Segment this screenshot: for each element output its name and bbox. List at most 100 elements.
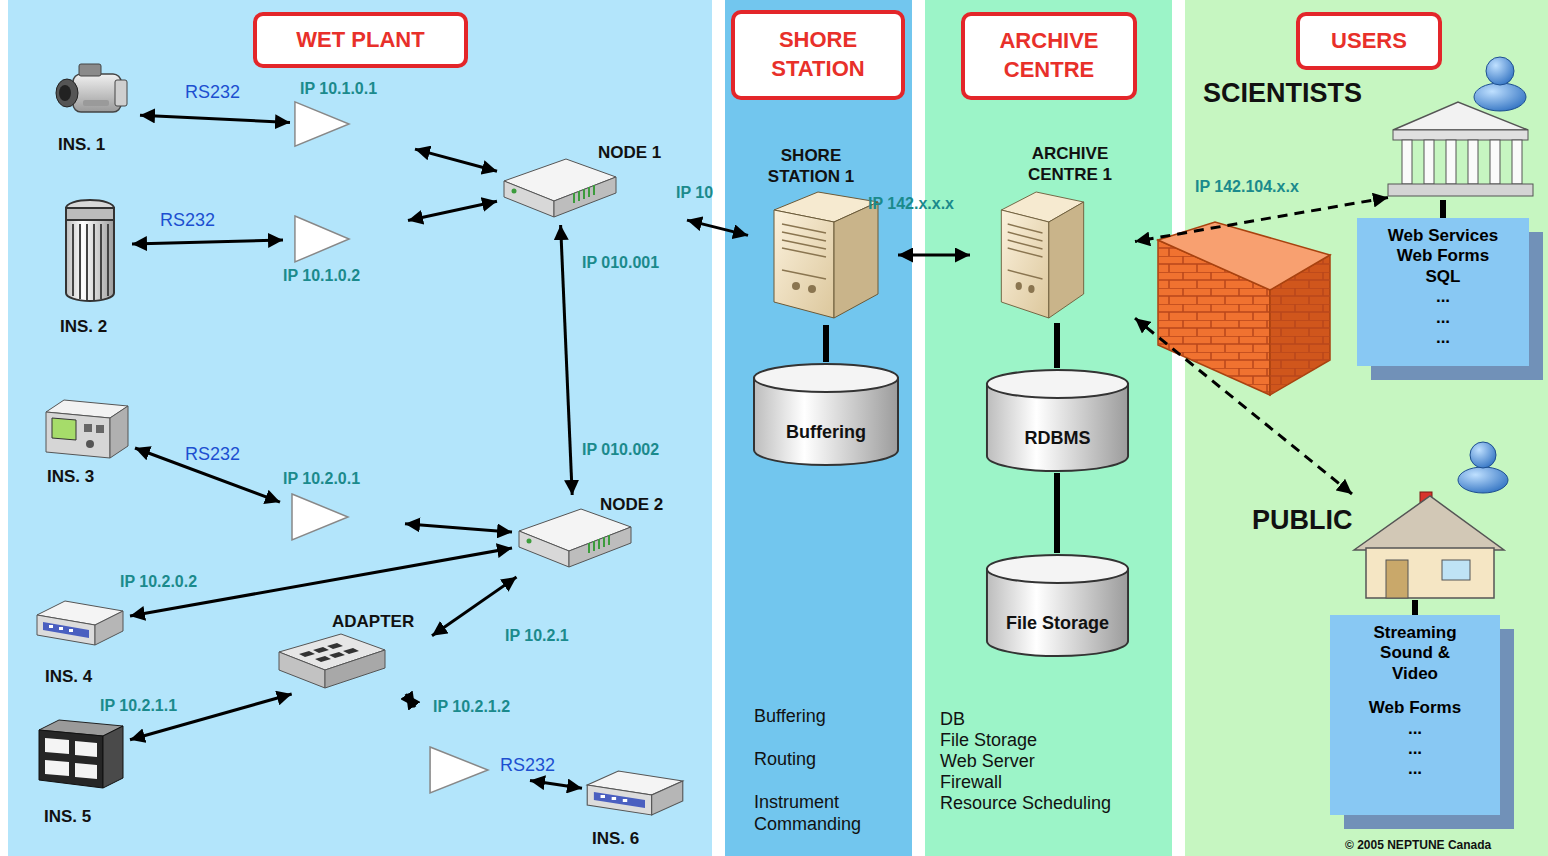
- function-list-item: Instrument Commanding: [754, 792, 904, 835]
- cyl-icon: [985, 553, 1130, 658]
- node-label: IP 10.1.0.1: [300, 80, 377, 98]
- public-person-icon: [1458, 442, 1508, 493]
- function-list-item: Web Server: [940, 751, 1035, 773]
- tri-node: IP 10.2.0.1: [280, 470, 405, 545]
- can-icon: [60, 198, 120, 303]
- network-link: [687, 220, 748, 235]
- network-link: [1054, 473, 1060, 553]
- cyl-node: RDBMS: [985, 368, 1130, 473]
- header-text: USERS: [1331, 27, 1407, 56]
- router-icon: [515, 505, 633, 570]
- header-text: WET PLANT: [296, 26, 424, 55]
- house-node: PUBLIC: [1352, 490, 1507, 600]
- function-list-item: File Storage: [940, 730, 1037, 752]
- section-header: WET PLANT: [253, 12, 468, 68]
- node-label: ...: [1436, 328, 1450, 348]
- node-label: PUBLIC: [1252, 505, 1353, 536]
- network-link: [1054, 323, 1060, 368]
- device-node: INS. 3: [35, 395, 135, 485]
- node-label: SQL: [1426, 267, 1461, 287]
- ip-address-label: IP 142.x.x.x: [868, 195, 954, 213]
- node-label: NODE 2: [600, 495, 663, 515]
- node-label: Web Services: [1388, 226, 1498, 246]
- tri-icon: [293, 100, 351, 148]
- flat-node: INS. 4: [30, 595, 130, 690]
- ip-address-label: IP 010.001: [582, 254, 659, 272]
- flat-icon: [35, 597, 125, 652]
- node-label: Web Forms: [1369, 698, 1461, 718]
- flat-icon: [585, 767, 685, 822]
- flat-node: INS. 6: [582, 765, 692, 850]
- copyright-note: © 2005 NEPTUNE Canada: [1345, 838, 1491, 852]
- scientist-person-icon: [1474, 57, 1526, 111]
- node-label: ...: [1408, 739, 1422, 759]
- rack-node: INS. 5: [30, 715, 130, 830]
- network-link: [408, 201, 497, 220]
- node-label: Streaming Sound & Video: [1365, 623, 1465, 684]
- tri-icon: [290, 492, 350, 542]
- camera-icon: [55, 60, 130, 125]
- network-link: [1440, 200, 1446, 218]
- function-list-item: DB: [940, 709, 965, 731]
- building-icon: [1388, 100, 1533, 200]
- ip-address-label: IP 10.2.1: [505, 627, 569, 645]
- network-link: [406, 694, 415, 707]
- node-label: ...: [1408, 719, 1422, 739]
- firewall-wall: [1158, 222, 1330, 395]
- signal-label: RS232: [500, 755, 555, 776]
- rack-icon: [35, 718, 125, 790]
- function-list-item: Resource Scheduling: [940, 793, 1111, 815]
- node-label: IP 10.2.0.1: [283, 470, 360, 488]
- signal-label: RS232: [160, 210, 215, 231]
- network-link: [823, 325, 829, 362]
- tri-node: IP 10.1.0.1: [290, 80, 415, 150]
- camera-node: INS. 1: [50, 58, 140, 158]
- header-text: SHORE STATION: [747, 26, 889, 83]
- ip-address-label: IP 10.2.0.2: [120, 573, 197, 591]
- server-node: SHORE STATION 1: [748, 145, 898, 325]
- node-label: SCIENTISTS: [1203, 78, 1362, 109]
- service-list-box: Streaming Sound & VideoWeb Forms........…: [1330, 615, 1500, 815]
- ip-address-label: IP 010.002: [582, 441, 659, 459]
- network-link: [530, 781, 582, 789]
- ip-address-label: IP 10.2.1.1: [100, 697, 177, 715]
- ip-address-label: IP 142.104.x.x: [1195, 178, 1299, 196]
- section-header: ARCHIVE CENTRE: [961, 12, 1137, 100]
- node-label: ...: [1436, 308, 1450, 328]
- network-link: [561, 225, 573, 495]
- wet-plant-band: [8, 0, 712, 856]
- network-link: [132, 240, 283, 244]
- section-header: USERS: [1296, 12, 1442, 70]
- cyl-node: File Storage: [985, 553, 1130, 658]
- node-label: ADAPTER: [332, 612, 414, 632]
- service-list-box: Web ServicesWeb FormsSQL.........: [1357, 218, 1529, 366]
- node-label: RDBMS: [985, 428, 1130, 449]
- function-list-item: Buffering: [754, 706, 826, 728]
- tri-icon: [428, 745, 490, 795]
- cyl-icon: [752, 362, 900, 467]
- node-label: NODE 1: [598, 143, 661, 163]
- network-link: [1412, 600, 1418, 615]
- building-node: SCIENTISTS: [1388, 100, 1533, 200]
- tri-icon: [293, 214, 351, 264]
- device-icon: [38, 398, 130, 460]
- header-text: ARCHIVE CENTRE: [977, 27, 1121, 84]
- node-label: ...: [1408, 759, 1422, 779]
- server-icon: [995, 190, 1090, 320]
- router-icon: [500, 155, 618, 220]
- section-header: SHORE STATION: [731, 10, 905, 100]
- node-label: ...: [1436, 287, 1450, 307]
- network-link: [415, 149, 497, 171]
- cyl-icon: [985, 368, 1130, 473]
- server-node: ARCHIVE CENTRE 1: [970, 143, 1135, 323]
- tri-node: IP 10.1.0.2: [283, 212, 408, 287]
- can-node: INS. 2: [52, 195, 132, 335]
- node-label: File Storage: [985, 613, 1130, 634]
- node-label: INS. 2: [60, 317, 107, 337]
- node-label: IP 10.2.1.2: [433, 698, 510, 716]
- ip-address-label: IP 10: [676, 184, 713, 202]
- node-label: INS. 4: [45, 667, 92, 687]
- router-node: NODE 2: [512, 495, 702, 577]
